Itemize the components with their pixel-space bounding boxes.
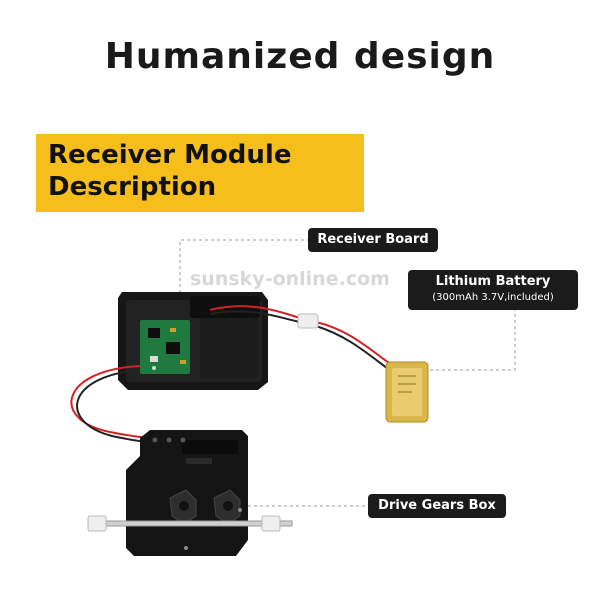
watermark: sunsky-online.com [190, 268, 390, 290]
label-lithium-battery: Lithium Battery (300mAh 3.7V,included) [408, 270, 578, 310]
label-battery-name: Lithium Battery [435, 274, 551, 289]
leader-battery [430, 310, 516, 371]
label-receiver-board: Receiver Board [308, 228, 438, 252]
lithium-battery [385, 361, 429, 423]
section-banner: Receiver Module Description [36, 134, 364, 212]
label-drive-gears-box: Drive Gears Box [368, 494, 506, 518]
banner-line-1: Receiver Module [48, 140, 292, 170]
drive-gears-box [87, 430, 293, 556]
wire-connector [297, 313, 319, 329]
label-battery-spec: (300mAh 3.7V,included) [432, 292, 554, 303]
receiver-board-pcb [140, 320, 190, 374]
leader-receiver-board [179, 239, 308, 305]
page-title: Humanized design [104, 36, 496, 77]
leader-lines [179, 239, 516, 507]
banner-line-2: Description [48, 172, 217, 202]
receiver-module [118, 292, 268, 390]
